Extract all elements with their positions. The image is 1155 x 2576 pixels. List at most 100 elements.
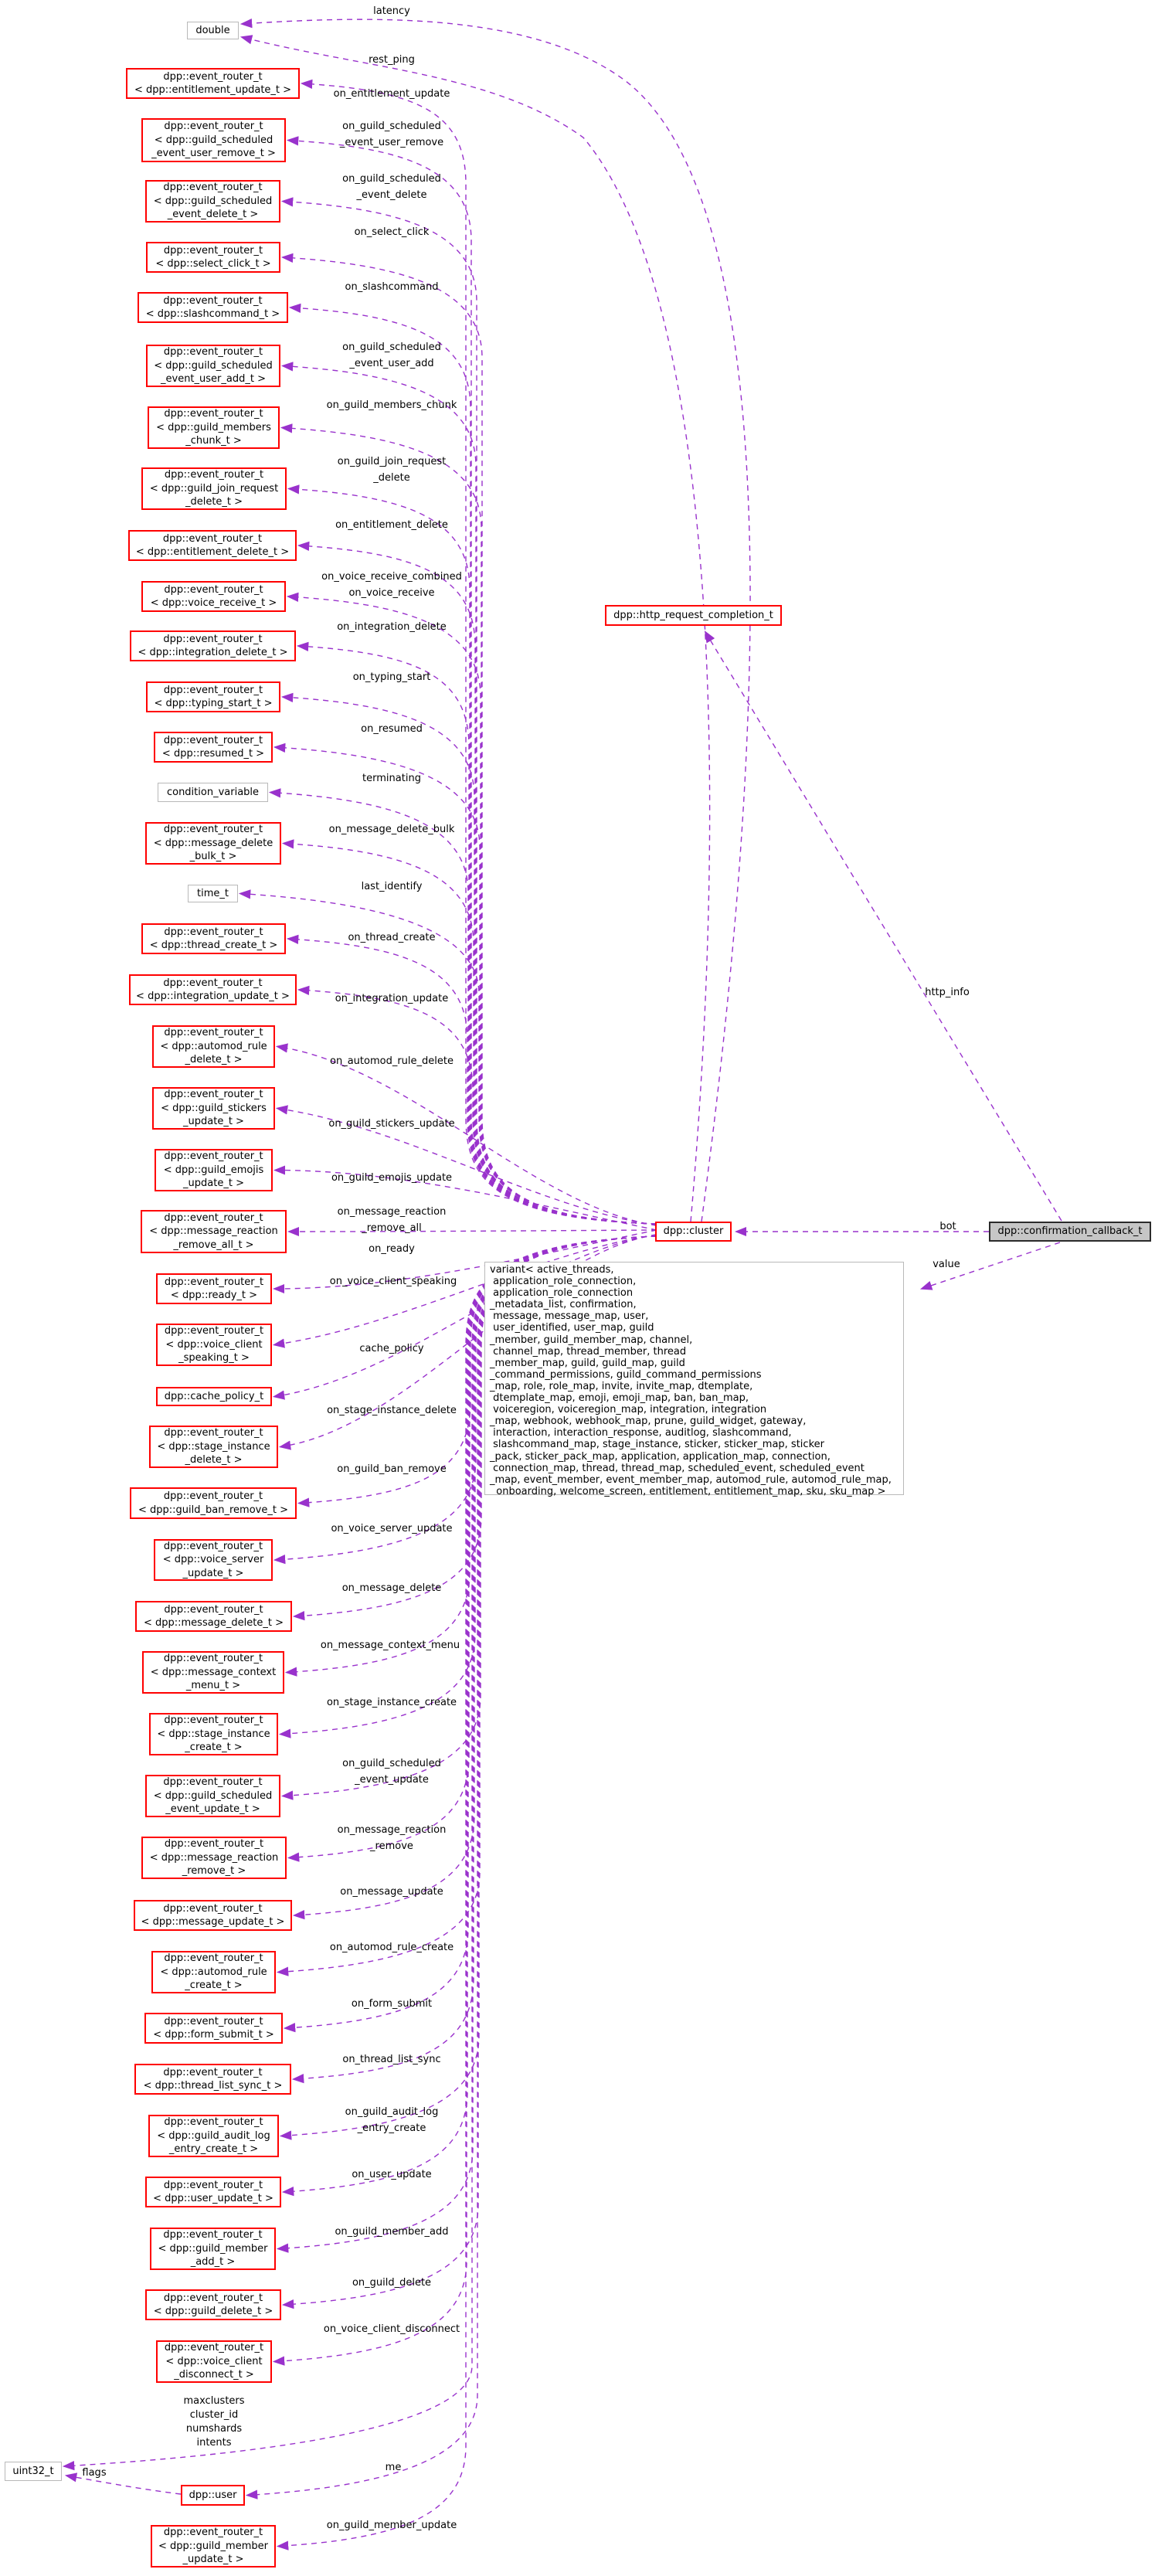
edge-http_info [704,630,1062,1222]
node-label-er-guild-scheduled-event-update: dpp::event_router_t < dpp::guild_schedul… [153,1776,273,1816]
node-er-guild-scheduled-event-delete[interactable]: dpp::event_router_t < dpp::guild_schedul… [145,180,280,223]
node-er-message-reaction-remove[interactable]: dpp::event_router_t < dpp::message_react… [141,1837,287,1879]
node-label-er-voice-receive: dpp::event_router_t < dpp::voice_receive… [150,583,277,610]
edge-last_identify [238,889,657,1225]
node-cluster[interactable]: dpp::cluster [655,1222,732,1242]
node-user[interactable]: dpp::user [181,2485,245,2506]
node-label-er-guild-delete: dpp::event_router_t < dpp::guild_delete_… [153,2292,273,2318]
node-label-er-guild-audit-log-entry-create: dpp::event_router_t < dpp::guild_audit_l… [157,2116,270,2156]
node-label-er-select-click: dpp::event_router_t < dpp::select_click_… [155,244,271,270]
node-er-guild-member-add[interactable]: dpp::event_router_t < dpp::guild_member … [150,2228,276,2270]
node-er-message-update[interactable]: dpp::event_router_t < dpp::message_updat… [134,1900,292,1931]
node-er-thread-list-sync[interactable]: dpp::event_router_t < dpp::thread_list_s… [134,2064,291,2095]
node-label-er-voice-server-update: dpp::event_router_t < dpp::voice_server … [162,1540,264,1579]
edge-label-on_voice_server_update: on_voice_server_update [331,1523,453,1534]
node-er-guild-members-chunk[interactable]: dpp::event_router_t < dpp::guild_members… [148,406,280,449]
node-label-er-automod-rule-create: dpp::event_router_t < dpp::automod_rule … [160,1952,267,1992]
edge-label-on_entitlement_update: on_entitlement_update [333,88,450,100]
edge-on_voice_client_disconnect [272,1235,657,2366]
node-er-stage-instance-delete[interactable]: dpp::event_router_t < dpp::stage_instanc… [149,1426,278,1468]
node-er-message-delete-bulk[interactable]: dpp::event_router_t < dpp::message_delet… [145,822,281,865]
node-er-resumed[interactable]: dpp::event_router_t < dpp::resumed_t > [154,732,273,763]
node-er-user-update[interactable]: dpp::event_router_t < dpp::user_update_t… [145,2177,281,2207]
node-label-er-stage-instance-create: dpp::event_router_t < dpp::stage_instanc… [157,1715,270,1754]
node-er-guild-scheduled-event-update[interactable]: dpp::event_router_t < dpp::guild_schedul… [145,1775,280,1817]
node-er-thread-create[interactable]: dpp::event_router_t < dpp::thread_create… [141,923,286,954]
edge-on_automod_rule_create [276,1235,657,1976]
edge-on_guild_members_chunk [280,423,657,1225]
edge-on_resumed [273,743,657,1225]
edge-label-on_message_reaction_remove_all: on_message_reaction _remove_all [337,1206,447,1234]
node-er-guild-scheduled-event-user-add[interactable]: dpp::event_router_t < dpp::guild_schedul… [146,345,280,387]
node-er-guild-ban-remove[interactable]: dpp::event_router_t < dpp::guild_ban_rem… [130,1487,297,1519]
edge-label-on_guild_scheduled_event_user_add: on_guild_scheduled _event_user_add [342,342,441,369]
edge-on_guild_emojis_update [273,1165,657,1231]
node-label-er-ready: dpp::event_router_t < dpp::ready_t > [164,1276,264,1302]
edge-on_guild_stickers_update [275,1105,657,1226]
node-er-integration-update[interactable]: dpp::event_router_t < dpp::integration_u… [129,974,297,1005]
edge-label-on_guild_stickers_update: on_guild_stickers_update [328,1118,455,1130]
node-label-double: double [195,24,230,36]
edge-on_ready [272,1229,657,1294]
edge-label-rest_ping: rest_ping [369,54,415,66]
edge-label-on_select_click: on_select_click [354,226,430,238]
edge-on_guild_member_update [276,1235,657,2551]
node-label-er-integration-update: dpp::event_router_t < dpp::integration_u… [136,977,290,1003]
node-er-guild-emojis-update[interactable]: dpp::event_router_t < dpp::guild_emojis … [155,1149,273,1191]
node-label-er-slashcommand: dpp::event_router_t < dpp::slashcommand_… [145,294,280,321]
node-er-voice-receive[interactable]: dpp::event_router_t < dpp::voice_receive… [141,581,286,612]
node-er-message-delete[interactable]: dpp::event_router_t < dpp::message_delet… [135,1601,292,1632]
edge-label-on_entitlement_delete: on_entitlement_delete [335,519,448,531]
node-er-voice-client-disconnect[interactable]: dpp::event_router_t < dpp::voice_client … [156,2340,272,2383]
node-label-er-integration-delete: dpp::event_router_t < dpp::integration_d… [138,633,288,659]
node-er-guild-member-update[interactable]: dpp::event_router_t < dpp::guild_member … [151,2525,276,2568]
edge-label-cache_policy: cache_policy [359,1343,424,1354]
node-label-er-message-reaction-remove-all: dpp::event_router_t < dpp::message_react… [149,1212,278,1251]
edge-label-on_automod_rule_delete: on_automod_rule_delete [330,1055,454,1067]
node-er-integration-delete[interactable]: dpp::event_router_t < dpp::integration_d… [130,630,296,661]
node-er-guild-scheduled-event-user-remove[interactable]: dpp::event_router_t < dpp::guild_schedul… [141,118,286,162]
edge-label-on_guild_join_request_delete: on_guild_join_request _delete [337,456,447,484]
node-er-stage-instance-create[interactable]: dpp::event_router_t < dpp::stage_instanc… [149,1713,278,1755]
node-confirmation-callback[interactable]: dpp::confirmation_callback_t [989,1222,1151,1242]
node-label-er-guild-members-chunk: dpp::event_router_t < dpp::guild_members… [156,408,271,447]
node-er-select-click[interactable]: dpp::event_router_t < dpp::select_click_… [146,242,280,273]
node-label-time-t: time_t [197,887,229,899]
node-er-slashcommand[interactable]: dpp::event_router_t < dpp::slashcommand_… [138,292,288,323]
node-er-typing-start[interactable]: dpp::event_router_t < dpp::typing_start_… [146,681,280,712]
edge-on_guild_delete [281,1235,657,2309]
edge-label-on_guild_scheduled_event_user_remove: on_guild_scheduled _event_user_remove [339,121,444,148]
node-er-voice-client-speaking[interactable]: dpp::event_router_t < dpp::voice_client … [156,1324,272,1366]
node-label-http-request-completion: dpp::http_request_completion_t [613,609,773,621]
node-cache-policy-t[interactable]: dpp::cache_policy_t [156,1387,272,1406]
node-er-guild-audit-log-entry-create[interactable]: dpp::event_router_t < dpp::guild_audit_l… [148,2115,279,2157]
edge-label-on_message_update: on_message_update [340,1886,443,1898]
edge-label-on_ready: on_ready [369,1243,415,1255]
node-label-er-entitlement-update: dpp::event_router_t < dpp::entitlement_u… [134,70,292,97]
node-er-entitlement-delete[interactable]: dpp::event_router_t < dpp::entitlement_d… [128,530,297,561]
node-er-guild-stickers-update[interactable]: dpp::event_router_t < dpp::guild_sticker… [152,1087,275,1130]
node-er-guild-join-request-delete[interactable]: dpp::event_router_t < dpp::guild_join_re… [141,467,287,510]
edge-label-on_guild_audit_log_entry_create: on_guild_audit_log _entry_create [345,2106,439,2134]
node-er-automod-rule-delete[interactable]: dpp::event_router_t < dpp::automod_rule … [152,1025,275,1068]
node-er-guild-delete[interactable]: dpp::event_router_t < dpp::guild_delete_… [145,2289,281,2320]
node-double: double [187,22,239,39]
edge-on_voice_receive [286,592,657,1225]
edge-label-cluster_params: maxclusters cluster_id numshards intents [183,2395,245,2449]
edge-on_guild_scheduled_event_delete [280,197,657,1225]
node-label-er-guild-join-request-delete: dpp::event_router_t < dpp::guild_join_re… [149,469,279,508]
node-label-uint32-t: uint32_t [12,2465,54,2477]
node-er-voice-server-update[interactable]: dpp::event_router_t < dpp::voice_server … [154,1539,273,1581]
node-er-entitlement-update[interactable]: dpp::event_router_t < dpp::entitlement_u… [126,68,300,99]
node-er-message-context-menu[interactable]: dpp::event_router_t < dpp::message_conte… [142,1651,284,1694]
node-er-automod-rule-create[interactable]: dpp::event_router_t < dpp::automod_rule … [151,1951,276,1993]
edge-label-on_guild_members_chunk: on_guild_members_chunk [326,399,457,411]
node-http-request-completion[interactable]: dpp::http_request_completion_t [605,605,782,626]
edge-label-on_voice_client_speaking: on_voice_client_speaking [329,1276,457,1287]
edge-on_message_delete [292,1235,657,1621]
node-label-er-guild-stickers-update: dpp::event_router_t < dpp::guild_sticker… [161,1089,267,1128]
node-er-message-reaction-remove-all[interactable]: dpp::event_router_t < dpp::message_react… [141,1210,287,1253]
node-er-ready[interactable]: dpp::event_router_t < dpp::ready_t > [156,1273,272,1304]
node-er-form-submit[interactable]: dpp::event_router_t < dpp::form_submit_t… [144,2013,283,2044]
